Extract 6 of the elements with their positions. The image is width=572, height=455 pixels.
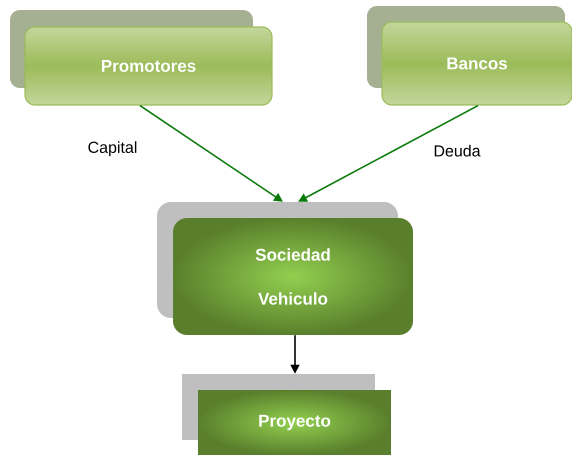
edge-label: Capital: [86, 140, 138, 158]
process-box: Sociedad Vehiculo: [157, 202, 413, 335]
process-box: Proyecto: [182, 374, 391, 455]
edge-label: Deuda: [432, 144, 482, 158]
process-box: Bancos: [367, 6, 572, 106]
process-box: Promotores: [10, 10, 273, 106]
